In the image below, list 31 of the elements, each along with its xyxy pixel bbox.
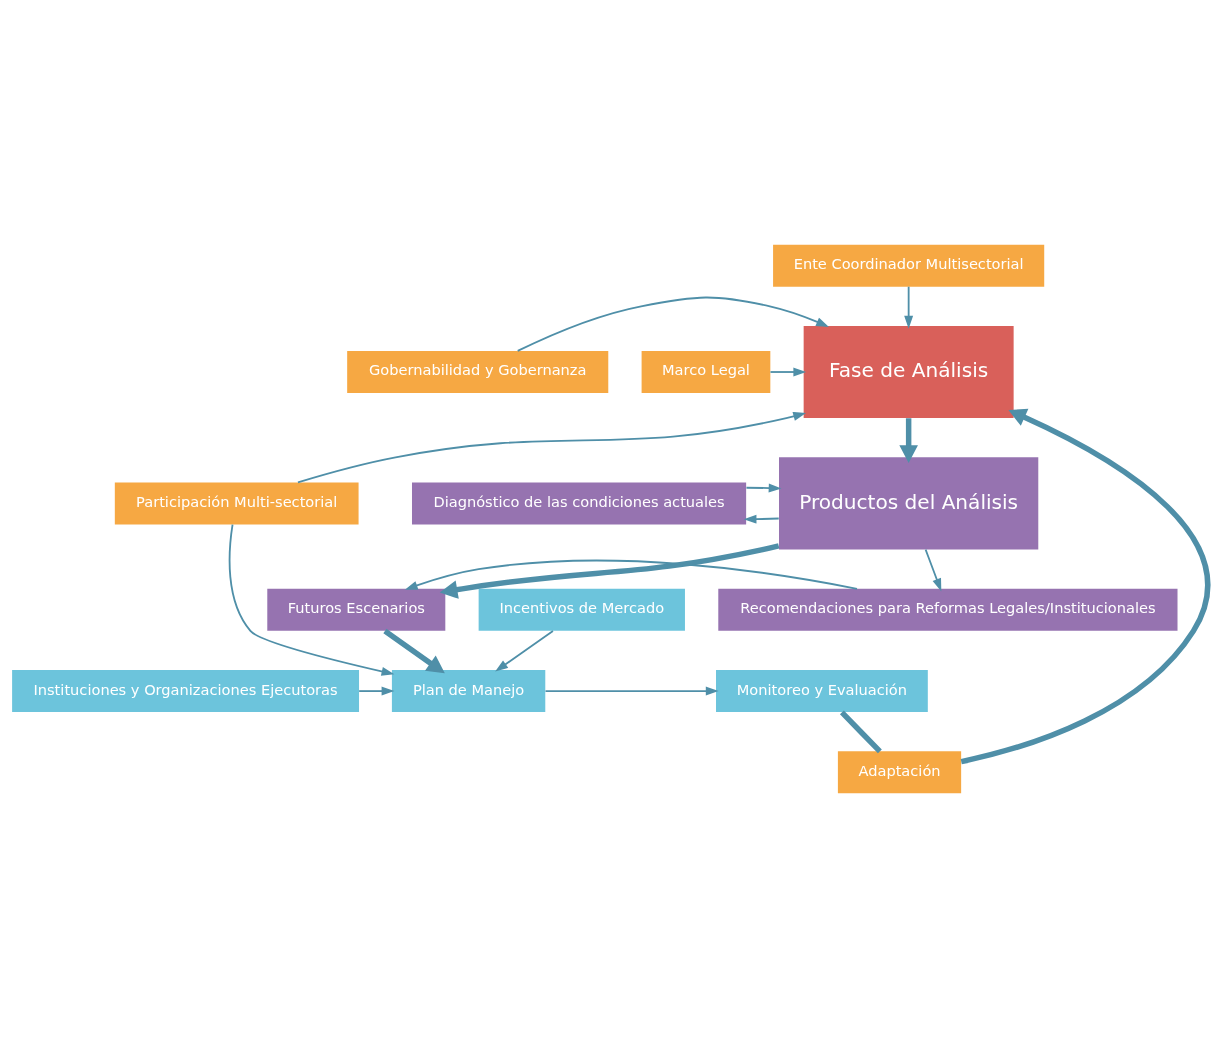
node-box: Futuros Escenarios [267,588,446,631]
node-box: Participación Multi-sectorial [114,482,359,525]
arrow [745,483,782,493]
node-box: Fase de Análisis [803,325,1014,419]
node-box: Productos del Análisis [779,457,1039,550]
arrow [769,367,807,377]
arrow [439,543,780,599]
node-box: Marco Legal [641,351,771,393]
node-box: Incentivos de Mercado [478,588,685,631]
node-box: Instituciones y Organizaciones Ejecutoras [12,670,360,713]
node-box: Recomendaciones para Reformas Legales/Institucionales [718,588,1178,631]
node-box: Gobernabilidad y Gobernanza [347,351,609,393]
arrow [960,408,1211,765]
arrow [228,523,395,676]
arrow [899,418,918,463]
arrow [516,296,829,352]
arrow [404,559,858,590]
arrow [924,548,942,592]
node-box: Monitoreo y Evaluación [716,670,928,713]
node-box: Adaptación [837,751,962,794]
arrow [743,514,780,524]
node-box: Plan de Manejo [391,670,546,713]
arrow [383,628,445,674]
arrow [297,412,807,484]
node-box: Diagnóstico de las condiciones actuales [412,482,747,525]
arrow [358,686,395,696]
node-box: Ente Coordinador Multisectorial [773,244,1045,287]
arrow [544,686,719,696]
arrow [495,630,554,672]
connector [839,710,882,754]
arrow [904,285,914,329]
